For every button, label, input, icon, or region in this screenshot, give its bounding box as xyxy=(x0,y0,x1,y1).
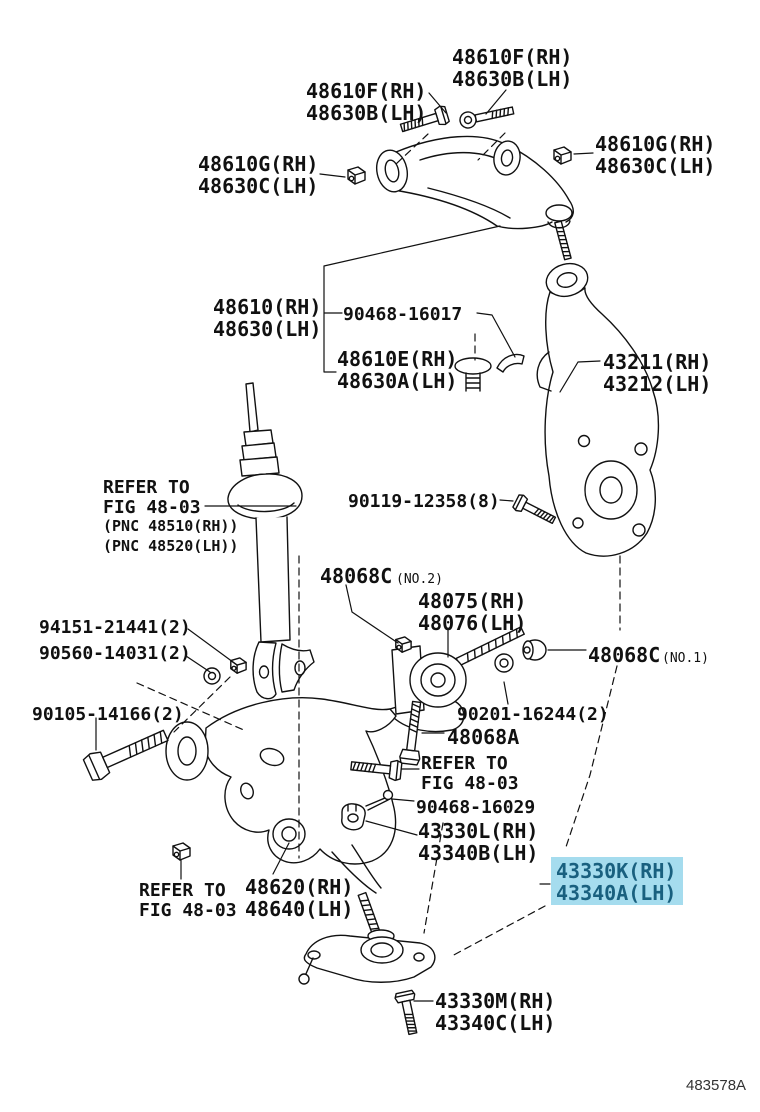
label-bolt-48068A: 48068A xyxy=(447,725,520,749)
figure-code: 483578A xyxy=(686,1077,747,1094)
cotter-pin-90468-icon xyxy=(366,791,393,811)
upper-arm-nut-icon-left xyxy=(347,166,366,185)
label-washer-90201: 90201-16244(2) xyxy=(457,704,609,725)
label-washer-90560: 90560-14031(2) xyxy=(39,643,191,664)
label-upper-nut-right: 48610G(RH) 48630C(LH) xyxy=(595,132,716,178)
label-clip-bolt-90468-16017: 90468-16017 xyxy=(343,304,463,325)
label-strut-pnc: (PNC 48510(RH)) (PNC 48520(LH)) xyxy=(103,517,239,555)
label-ball-joint-43330M: 43330M(RH) 43340C(LH) xyxy=(435,989,556,1035)
label-upper-nut-left: 48610G(RH) 48630C(LH) xyxy=(198,152,319,198)
front-bush-bracket-48075-drawing xyxy=(392,625,526,714)
assembly-dashed-lines xyxy=(137,133,620,957)
label-bolt-90105: 90105-14166(2) xyxy=(32,704,184,725)
label-arm-refer-fig: REFER TO FIG 48-03 xyxy=(421,753,519,794)
hub-bolt-90119-icon xyxy=(511,492,559,529)
leader-lines xyxy=(96,90,600,1001)
rear-bushing xyxy=(166,722,208,780)
upper-control-arm-drawing xyxy=(373,136,573,261)
label-pin-90468-16029: 90468-16029 xyxy=(416,797,536,818)
label-48068C-no1: 48068C xyxy=(588,643,661,667)
label-48068C-no1-suffix: (NO.1) xyxy=(662,651,709,666)
label-nut-94151: 94151-21441(2) xyxy=(39,617,191,638)
label-clip-48610E: 48610E(RH) 48630A(LH) xyxy=(337,347,458,393)
nut-48068C-no2-icon xyxy=(395,636,412,653)
washer-90201-icon xyxy=(495,654,513,672)
label-ball-joint-43330K-highlighted[interactable]: 43330K(RH) 43340A(LH) xyxy=(551,857,683,905)
label-knuckle-43211: 43211(RH) 43212(LH) xyxy=(603,350,712,396)
knuckle-steering-tab xyxy=(537,352,551,391)
clip-48610E-icon xyxy=(455,355,524,392)
washer-90560-icon xyxy=(204,668,220,684)
nut-48068C-no1-icon xyxy=(523,640,546,660)
nut-94151-icon xyxy=(230,657,247,674)
label-upper-bolt-left: 48610F(RH) 48630B(LH) xyxy=(306,79,427,125)
label-strut-refer-fig: REFER TO FIG 48-03 xyxy=(103,477,201,518)
front-bushing xyxy=(273,819,305,849)
label-48068C-no2: 48068C xyxy=(320,564,393,588)
steering-knuckle-drawing xyxy=(537,259,658,556)
upper-arm-nut-icon-right xyxy=(553,146,572,165)
label-lower-arm-48620: 48620(RH) 48640(LH) xyxy=(245,875,354,921)
bolt-43330M-icon xyxy=(393,989,424,1037)
label-upper-control-arm: 48610(RH) 48630(LH) xyxy=(213,295,322,341)
lower-ball-joint-bracket-drawing xyxy=(299,891,435,984)
label-hub-bolt-90119: 90119-12358(8) xyxy=(348,491,500,512)
label-48068C-no2-suffix: (NO.2) xyxy=(396,572,443,587)
label-upper-bolt-right: 48610F(RH) 48630B(LH) xyxy=(452,45,573,91)
castle-nut-43330L-icon xyxy=(342,804,365,830)
label-front-bush-48075: 48075(RH) 48076(LH) xyxy=(418,589,527,635)
spring-seat xyxy=(228,474,302,519)
label-ball-joint-43330L: 43330L(RH) 43340B(LH) xyxy=(418,819,539,865)
arm-nut-icon xyxy=(172,842,191,861)
upper-arm-bolt-icon-right xyxy=(459,103,515,130)
strut-shock-absorber-drawing xyxy=(228,383,314,699)
label-lower-arm-refer-fig: REFER TO FIG 48-03 xyxy=(139,880,237,921)
